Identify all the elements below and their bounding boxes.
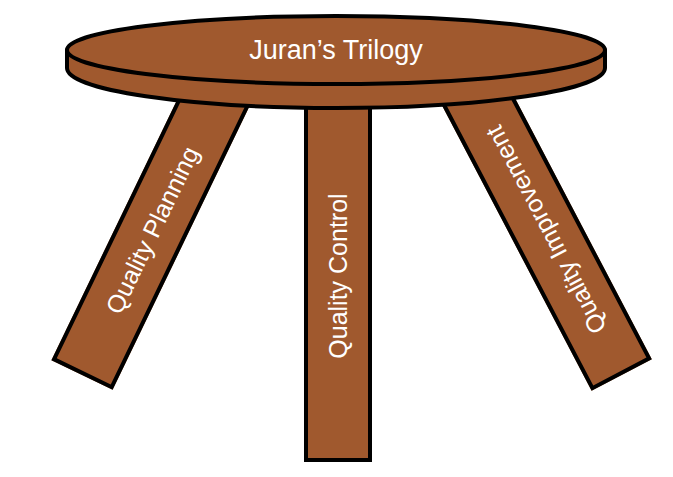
stool-leg: Quality Control <box>304 90 372 462</box>
stool-seat: Juran’s Trilogy <box>63 12 609 112</box>
seat-top <box>67 16 605 84</box>
stool-leg: Quality Improvement <box>440 69 652 391</box>
seat-label: Juran’s Trilogy <box>249 35 423 66</box>
leg-label: Quality Improvement <box>481 122 610 338</box>
leg-label: Quality Planning <box>101 143 203 318</box>
leg-label: Quality Control <box>326 193 351 358</box>
stool-leg: Quality Planning <box>51 70 252 390</box>
